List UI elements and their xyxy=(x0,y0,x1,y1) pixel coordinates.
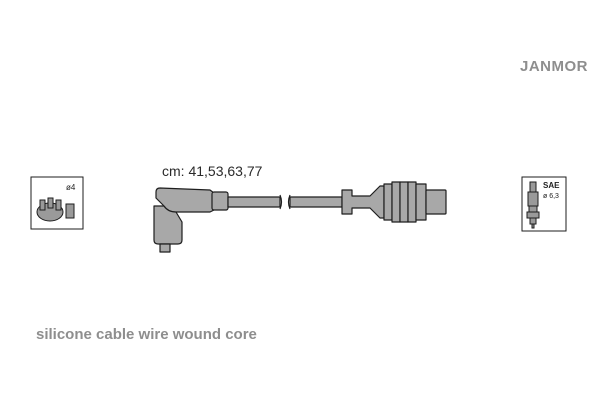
distributor-cap-icon: ø4 xyxy=(30,176,84,230)
cable-segment-right xyxy=(289,196,343,208)
brand-name: JANMOR xyxy=(519,58,588,75)
distributor-size-label: ø4 xyxy=(66,183,76,192)
plug-standard-label: SAE xyxy=(543,181,560,190)
boot-rib-1 xyxy=(383,183,393,221)
boot-terminal xyxy=(159,243,171,253)
boot-elbow xyxy=(155,187,215,213)
angled-boot xyxy=(153,205,183,245)
plug-size-label: ø 6,3 xyxy=(543,193,559,200)
cable-lengths-label: cm: 41,53,63,77 xyxy=(162,163,263,179)
plug-boot-body xyxy=(341,185,385,219)
boot-rib-5 xyxy=(415,183,427,221)
boot-collar xyxy=(211,191,229,211)
boot-rib-2 xyxy=(391,181,401,223)
boot-rib-4 xyxy=(407,181,417,223)
cable-break-mark-right xyxy=(287,194,291,210)
product-description: silicone cable wire wound core xyxy=(36,326,257,343)
spark-plug-icon: SAE ø 6,3 xyxy=(521,176,567,232)
cable-break-mark-left xyxy=(279,194,283,210)
plug-boot-end xyxy=(425,189,447,215)
boot-rib-3 xyxy=(399,181,409,223)
cable-segment-left xyxy=(227,196,281,208)
